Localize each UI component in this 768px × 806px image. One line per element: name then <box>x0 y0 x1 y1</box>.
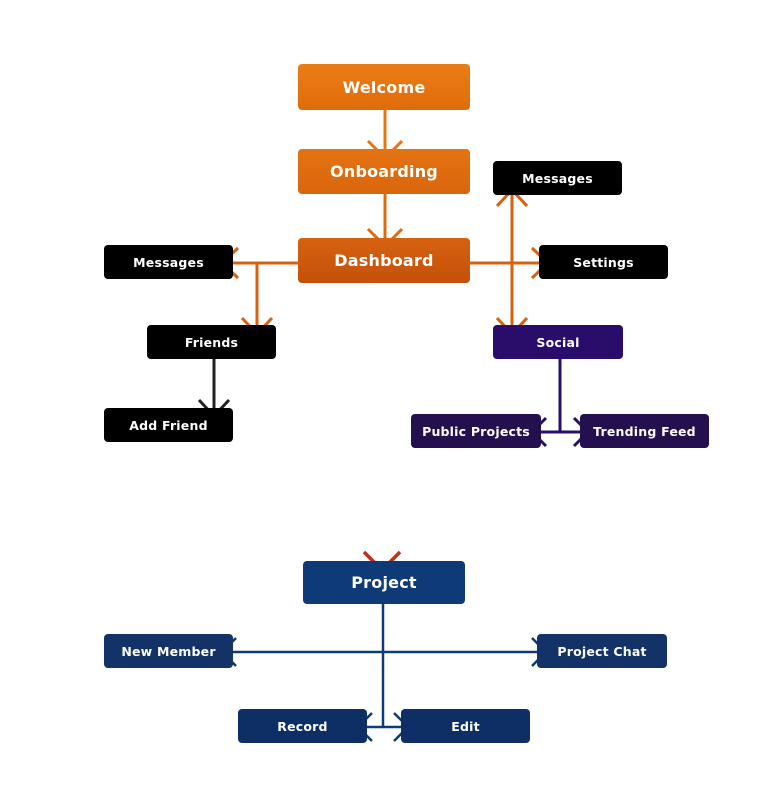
arrow-dashboard-to-settings <box>470 246 551 280</box>
messages-right-node[interactable]: Messages <box>493 161 622 195</box>
project-chat-node[interactable]: Project Chat <box>537 634 667 668</box>
welcome-node[interactable]: Welcome <box>298 64 470 110</box>
new-member-node[interactable]: New Member <box>104 634 233 668</box>
arrow-dashboard-to-friends <box>240 263 274 337</box>
project-node[interactable]: Project <box>303 561 465 604</box>
social-node[interactable]: Social <box>493 325 623 359</box>
trending-feed-node[interactable]: Trending Feed <box>580 414 709 448</box>
onboarding-node[interactable]: Onboarding <box>298 149 470 194</box>
settings-node[interactable]: Settings <box>539 245 668 279</box>
arrow-dashboard-to-project <box>362 282 402 573</box>
record-node[interactable]: Record <box>238 709 367 743</box>
dashboard-node[interactable]: Dashboard <box>298 238 470 283</box>
add-friend-node[interactable]: Add Friend <box>104 408 233 442</box>
public-projects-node[interactable]: Public Projects <box>411 414 541 448</box>
arrow-dashboard-to-messages <box>219 246 300 280</box>
messages-left-node[interactable]: Messages <box>104 245 233 279</box>
edit-node[interactable]: Edit <box>401 709 530 743</box>
friends-node[interactable]: Friends <box>147 325 276 359</box>
